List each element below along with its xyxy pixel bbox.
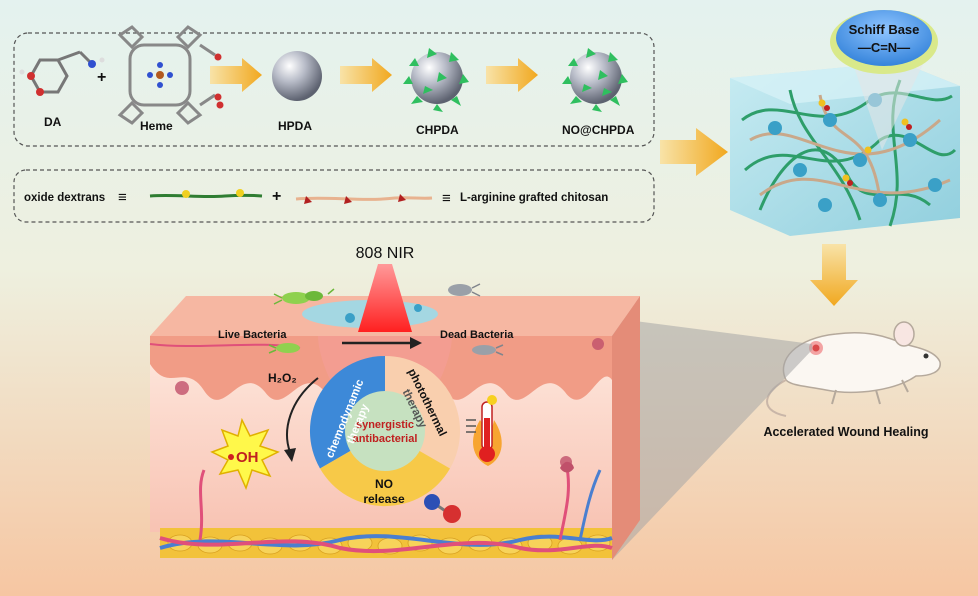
live-to-dead-arrow bbox=[342, 337, 422, 349]
dead-bacteria-label: Dead Bacteria bbox=[440, 329, 514, 341]
mouse-icon bbox=[766, 321, 941, 417]
arrow-to-hpda bbox=[210, 58, 262, 92]
hydrogel-network bbox=[730, 62, 960, 236]
chitosan-arginine-icon bbox=[398, 194, 406, 202]
skin-zoom-projection bbox=[612, 318, 812, 560]
no-molecule-icon bbox=[424, 494, 461, 523]
no-label: NO bbox=[375, 477, 393, 491]
skin-lesion-icon bbox=[560, 462, 574, 473]
plus-sign-2: + bbox=[272, 188, 281, 205]
h2o2-to-oh-arrowhead bbox=[284, 448, 296, 462]
da-molecule-icon bbox=[19, 50, 105, 96]
hpda-sphere-icon bbox=[272, 51, 322, 101]
oh-label: OH bbox=[236, 449, 259, 466]
polymer-panel bbox=[13, 169, 655, 223]
hpda-label: HPDA bbox=[278, 119, 312, 133]
dead-bacteria-icon bbox=[448, 283, 504, 356]
nir-label: 808 NIR bbox=[356, 245, 415, 262]
nanoparticle-icon bbox=[414, 304, 422, 312]
nanoparticle-icon bbox=[345, 313, 355, 323]
oh-radical-dot bbox=[228, 454, 234, 460]
schiff-base-badge: Schiff Base —C=N— bbox=[830, 10, 938, 74]
center-label-1: synergistic bbox=[356, 419, 414, 431]
plus-sign: + bbox=[97, 69, 106, 86]
center-label-2: antibacterial bbox=[353, 433, 418, 445]
chitosan-chain-icon bbox=[295, 196, 433, 201]
zoom-cone bbox=[855, 60, 925, 150]
arrow-to-mouse bbox=[810, 244, 858, 306]
chpda-sphere-icon bbox=[403, 48, 469, 112]
chitosan-label: L-arginine grafted chitosan bbox=[460, 192, 608, 204]
schiff-base-bond: —C=N— bbox=[858, 40, 910, 55]
synthesis-panel bbox=[13, 32, 655, 147]
nir-laser-beam bbox=[358, 264, 412, 332]
live-bacteria-icon bbox=[268, 288, 335, 354]
da-label: DA bbox=[44, 115, 62, 129]
dextran-aldehyde-icon bbox=[182, 190, 190, 198]
dextran-chain-icon bbox=[149, 193, 263, 199]
oh-burst-icon bbox=[210, 417, 280, 491]
no-chpda-label: NO@CHPDA bbox=[562, 123, 635, 137]
release-label: release bbox=[363, 492, 405, 506]
chpda-label: CHPDA bbox=[416, 123, 459, 137]
therapy-wheel bbox=[309, 356, 461, 507]
schiff-base-title: Schiff Base bbox=[849, 22, 920, 37]
thermometer-icon bbox=[466, 395, 502, 466]
arrow-to-chpda bbox=[340, 58, 392, 92]
synergistic-center bbox=[345, 391, 425, 471]
chitosan-arginine-icon bbox=[344, 196, 352, 204]
equiv-sign-2: ≡ bbox=[442, 190, 451, 207]
heme-molecule-icon bbox=[117, 25, 224, 125]
wound-healing-label: Accelerated Wound Healing bbox=[763, 425, 928, 439]
h2o2-to-oh-arrow bbox=[286, 377, 319, 453]
live-bacteria-label: Live Bacteria bbox=[218, 329, 287, 341]
h2o2-label: H₂O₂ bbox=[268, 371, 297, 385]
heme-label: Heme bbox=[140, 119, 173, 133]
chitosan-arginine-icon bbox=[304, 196, 312, 204]
no-chpda-sphere-icon bbox=[562, 48, 628, 112]
arrow-to-no-chpda bbox=[486, 58, 538, 92]
oxide-dextrans-label: oxide dextrans bbox=[24, 192, 105, 204]
equiv-sign-1: ≡ bbox=[118, 189, 127, 206]
dextran-aldehyde-icon bbox=[236, 189, 244, 197]
arrow-to-hydrogel bbox=[660, 128, 728, 176]
